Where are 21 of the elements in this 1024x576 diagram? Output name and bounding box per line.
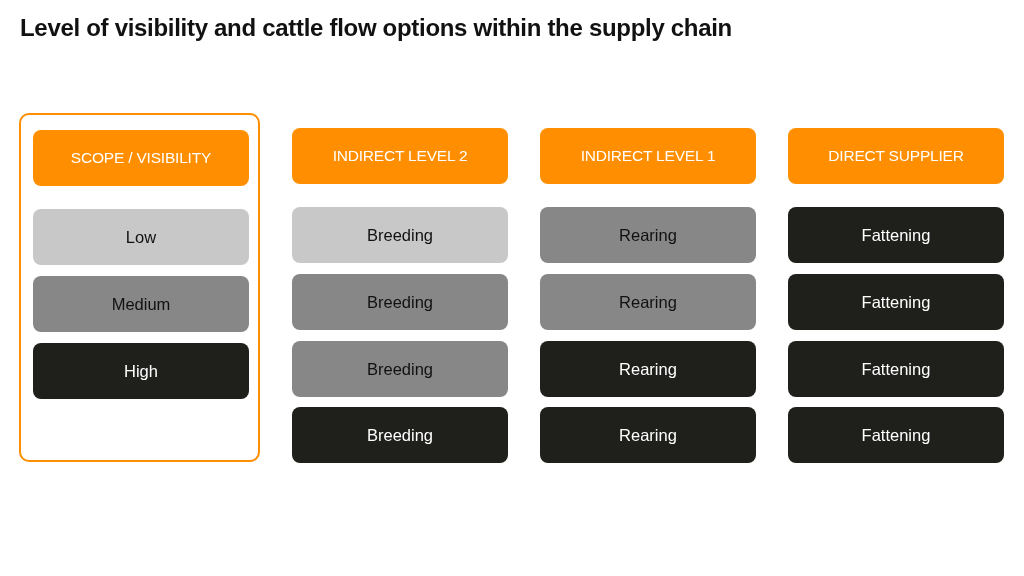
scope-panel [19, 113, 260, 462]
column-header: INDIRECT LEVEL 2 [292, 128, 508, 184]
column-header: INDIRECT LEVEL 1 [540, 128, 756, 184]
supply-stage-box: Rearing [540, 407, 756, 463]
visibility-level-box: Low [33, 209, 249, 265]
diagram-title: Level of visibility and cattle flow options within the supply chain [20, 14, 732, 42]
supply-stage-box: Rearing [540, 274, 756, 330]
column-header: DIRECT SUPPLIER [788, 128, 1004, 184]
supply-stage-box: Fattening [788, 341, 1004, 397]
supply-stage-box: Rearing [540, 341, 756, 397]
supply-stage-box: Rearing [540, 207, 756, 263]
supply-stage-box: Fattening [788, 407, 1004, 463]
supply-stage-box: Fattening [788, 207, 1004, 263]
column-header: SCOPE / VISIBILITY [33, 130, 249, 186]
supply-stage-box: Breeding [292, 274, 508, 330]
supply-stage-box: Breeding [292, 341, 508, 397]
visibility-level-box: High [33, 343, 249, 399]
supply-stage-box: Breeding [292, 207, 508, 263]
supply-stage-box: Breeding [292, 407, 508, 463]
supply-stage-box: Fattening [788, 274, 1004, 330]
visibility-level-box: Medium [33, 276, 249, 332]
